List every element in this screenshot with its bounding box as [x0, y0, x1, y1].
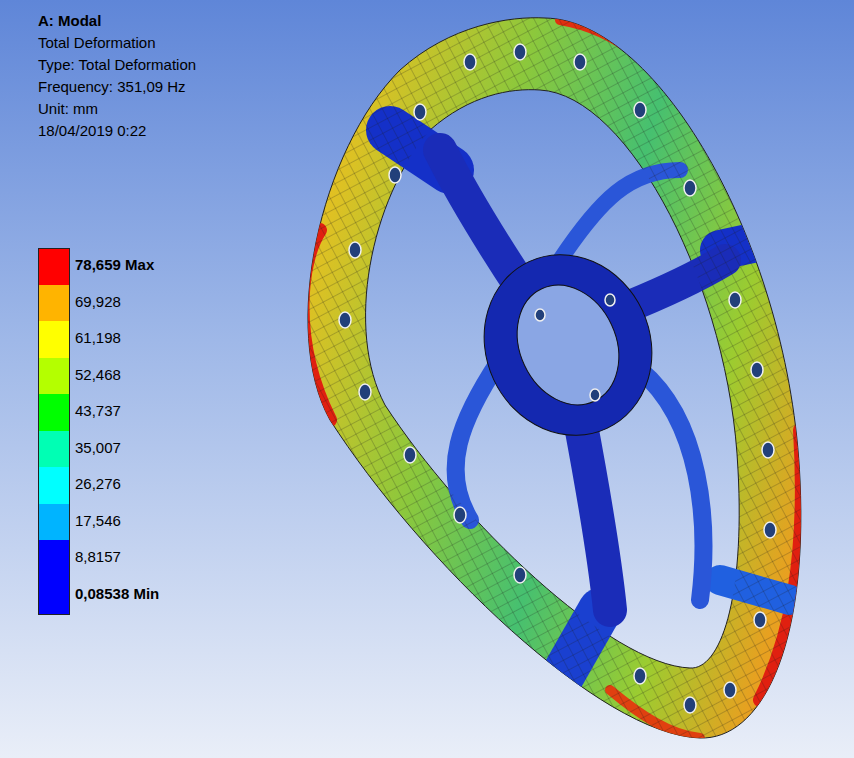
legend-value: 61,198 [75, 329, 121, 347]
result-info: Unit: mm [38, 100, 98, 118]
result-info: Type: Total Deformation [38, 56, 196, 74]
legend-swatch [38, 431, 70, 468]
legend-value: 35,007 [75, 439, 121, 457]
legend-swatch [38, 248, 70, 286]
legend-swatch [38, 577, 70, 615]
legend-swatch [38, 394, 70, 431]
result-info: Total Deformation [38, 34, 156, 52]
legend-value: 26,276 [75, 475, 121, 493]
legend-value: 0,08538 Min [75, 585, 159, 603]
legend-value: 78,659 Max [75, 256, 154, 274]
legend-swatch [38, 358, 70, 395]
legend-value: 8,8157 [75, 548, 121, 566]
legend-swatch [38, 467, 70, 504]
legend-swatch [38, 321, 70, 358]
result-info: 18/04/2019 0:22 [38, 122, 146, 140]
legend-value: 43,737 [75, 402, 121, 420]
legend-value: 17,546 [75, 512, 121, 530]
legend-swatch [38, 285, 70, 322]
legend-value: 52,468 [75, 366, 121, 384]
result-info: Frequency: 351,09 Hz [38, 78, 186, 96]
legend-value: 69,928 [75, 293, 121, 311]
legend-swatch [38, 504, 70, 541]
legend-swatch [38, 540, 70, 577]
result-title: A: Modal [38, 12, 101, 30]
